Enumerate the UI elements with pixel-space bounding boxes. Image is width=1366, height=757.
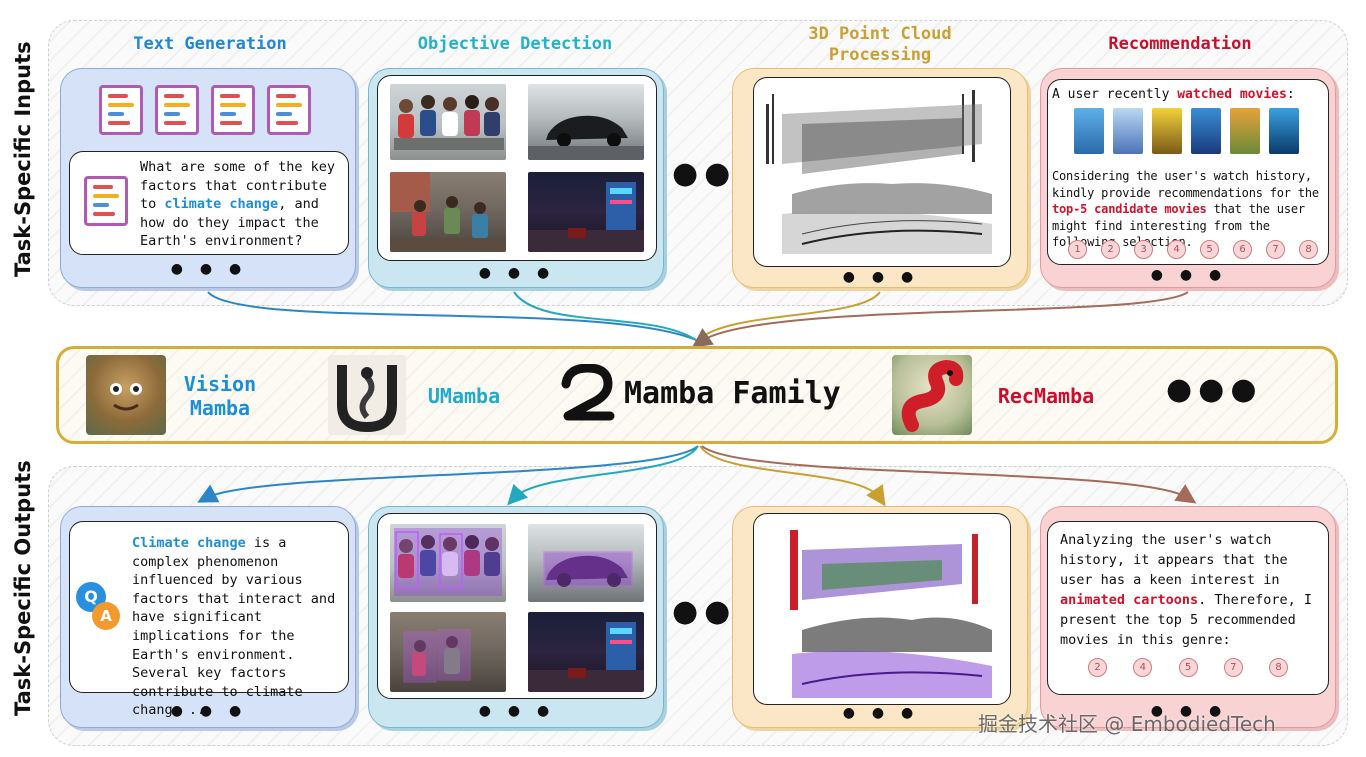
document-icon bbox=[99, 85, 143, 135]
photo-night-street-detected bbox=[528, 612, 644, 692]
qa-icon: Q A bbox=[76, 582, 126, 634]
detection-images-box bbox=[377, 75, 657, 261]
photo-group-people bbox=[390, 84, 506, 160]
movie-poster bbox=[1269, 108, 1300, 154]
photo-car-detected bbox=[528, 524, 644, 602]
task-title-text-generation: Text Generation bbox=[133, 34, 287, 54]
watched-movies-row bbox=[1074, 108, 1314, 158]
answer-box: Q A Climate change is a complex phenomen… bbox=[69, 521, 349, 718]
movie-poster bbox=[1152, 108, 1183, 154]
task-title-point-cloud: 3D Point Cloud Processing bbox=[808, 24, 952, 65]
point-cloud-input-card: ● ● ● bbox=[732, 68, 1028, 288]
photo-car bbox=[528, 84, 644, 160]
candidate-circle: 3 bbox=[1134, 240, 1153, 259]
question-box: What are some of the key factors that co… bbox=[69, 151, 349, 255]
selected-movies-list: 2 4 5 7 8 bbox=[1088, 658, 1288, 678]
task-title-recommendation: Recommendation bbox=[1108, 34, 1252, 54]
recommendation-answer-box: Analyzing the user's watch history, it a… bbox=[1047, 521, 1329, 695]
movie-poster bbox=[1191, 108, 1222, 154]
detection-input-card: ● ● ● bbox=[368, 68, 664, 288]
vision-mamba-snake-icon bbox=[86, 355, 166, 435]
movie-poster bbox=[1113, 108, 1144, 154]
question-text: What are some of the key factors that co… bbox=[140, 159, 336, 249]
ellipsis: ● ● ● bbox=[842, 269, 920, 285]
answer-bubble-icon: A bbox=[92, 602, 120, 630]
mamba-logo-icon bbox=[556, 363, 618, 424]
candidate-circle: 8 bbox=[1299, 240, 1318, 259]
candidate-circle: 6 bbox=[1233, 240, 1252, 259]
selected-movie-circle: 5 bbox=[1178, 658, 1198, 677]
photo-group-people-detected bbox=[390, 524, 506, 602]
point-cloud-image bbox=[766, 90, 992, 254]
recommendation-prompt-box: A user recently watched movies: Consider… bbox=[1047, 79, 1329, 265]
rec-watched-line: A user recently watched movies: bbox=[1052, 87, 1295, 102]
text-generation-output-card: Q A Climate change is a complex phenomen… bbox=[60, 506, 356, 728]
model-name-vision-mamba: Vision Mamba bbox=[183, 372, 257, 420]
ellipsis: ● ● ● bbox=[478, 265, 556, 281]
candidate-circle: 7 bbox=[1266, 240, 1285, 259]
selected-movie-circle: 2 bbox=[1088, 658, 1107, 677]
mamba-family-ellipsis: ●●● bbox=[1166, 372, 1263, 407]
point-cloud-box bbox=[753, 77, 1011, 267]
photo-night-street bbox=[528, 172, 644, 252]
document-icon bbox=[84, 176, 128, 226]
ellipsis: ● ● ● bbox=[170, 703, 248, 719]
doc-icons-row bbox=[99, 85, 329, 137]
movie-poster bbox=[1230, 108, 1261, 154]
task-title-objective-detection: Objective Detection bbox=[417, 34, 613, 54]
selected-movie-circle: 7 bbox=[1223, 658, 1243, 677]
document-icon bbox=[155, 85, 199, 135]
rec-answer-text: Analyzing the user's watch history, it a… bbox=[1060, 532, 1312, 648]
segmented-point-cloud-image bbox=[790, 530, 992, 698]
ellipsis: ● ● ● bbox=[478, 703, 556, 719]
document-icon bbox=[267, 85, 311, 135]
text-generation-input-card: What are some of the key factors that co… bbox=[60, 68, 356, 288]
model-name-recmamba: RecMamba bbox=[997, 384, 1095, 408]
candidate-circle: 5 bbox=[1200, 240, 1219, 259]
document-icon bbox=[211, 85, 255, 135]
point-cloud-output-card: ● ● ● bbox=[732, 506, 1028, 728]
detection-results-box bbox=[377, 513, 657, 699]
recommendation-output-card: Analyzing the user's watch history, it a… bbox=[1040, 506, 1336, 728]
watermark: 掘金技术社区 @ EmbodiedTech bbox=[978, 712, 1276, 736]
umamba-snake-icon bbox=[328, 355, 406, 435]
ellipsis: ● ● ● bbox=[842, 705, 920, 721]
mamba-family-bar bbox=[56, 346, 1338, 444]
answer-text: Climate change is a complex phenomenon i… bbox=[132, 535, 336, 719]
recmamba-snake-icon bbox=[892, 355, 972, 435]
detection-output-card: ● ● ● bbox=[368, 506, 664, 728]
ellipsis: ● ● ● bbox=[1150, 267, 1228, 283]
point-cloud-result-box bbox=[753, 513, 1011, 705]
ellipsis: ● ● ● bbox=[1150, 703, 1228, 719]
mamba-family-title: Mamba Family bbox=[624, 376, 841, 411]
photo-street-workers-detected bbox=[390, 612, 506, 692]
ellipsis: ● ● ● bbox=[170, 261, 248, 277]
rec-prompt-text: Considering the user's watch history, ki… bbox=[1052, 169, 1319, 249]
model-name-umamba: UMamba bbox=[427, 384, 501, 408]
candidate-list: 1 2 3 4 5 6 7 8 bbox=[1068, 240, 1318, 260]
recommendation-input-card: A user recently watched movies: Consider… bbox=[1040, 68, 1336, 288]
candidate-circle: 1 bbox=[1068, 240, 1087, 259]
candidate-circle: 4 bbox=[1167, 240, 1186, 259]
photo-street-workers bbox=[390, 172, 506, 252]
selected-movie-circle: 8 bbox=[1269, 658, 1288, 677]
movie-poster bbox=[1074, 108, 1104, 154]
candidate-circle: 2 bbox=[1101, 240, 1120, 259]
selected-movie-circle: 4 bbox=[1133, 658, 1153, 677]
